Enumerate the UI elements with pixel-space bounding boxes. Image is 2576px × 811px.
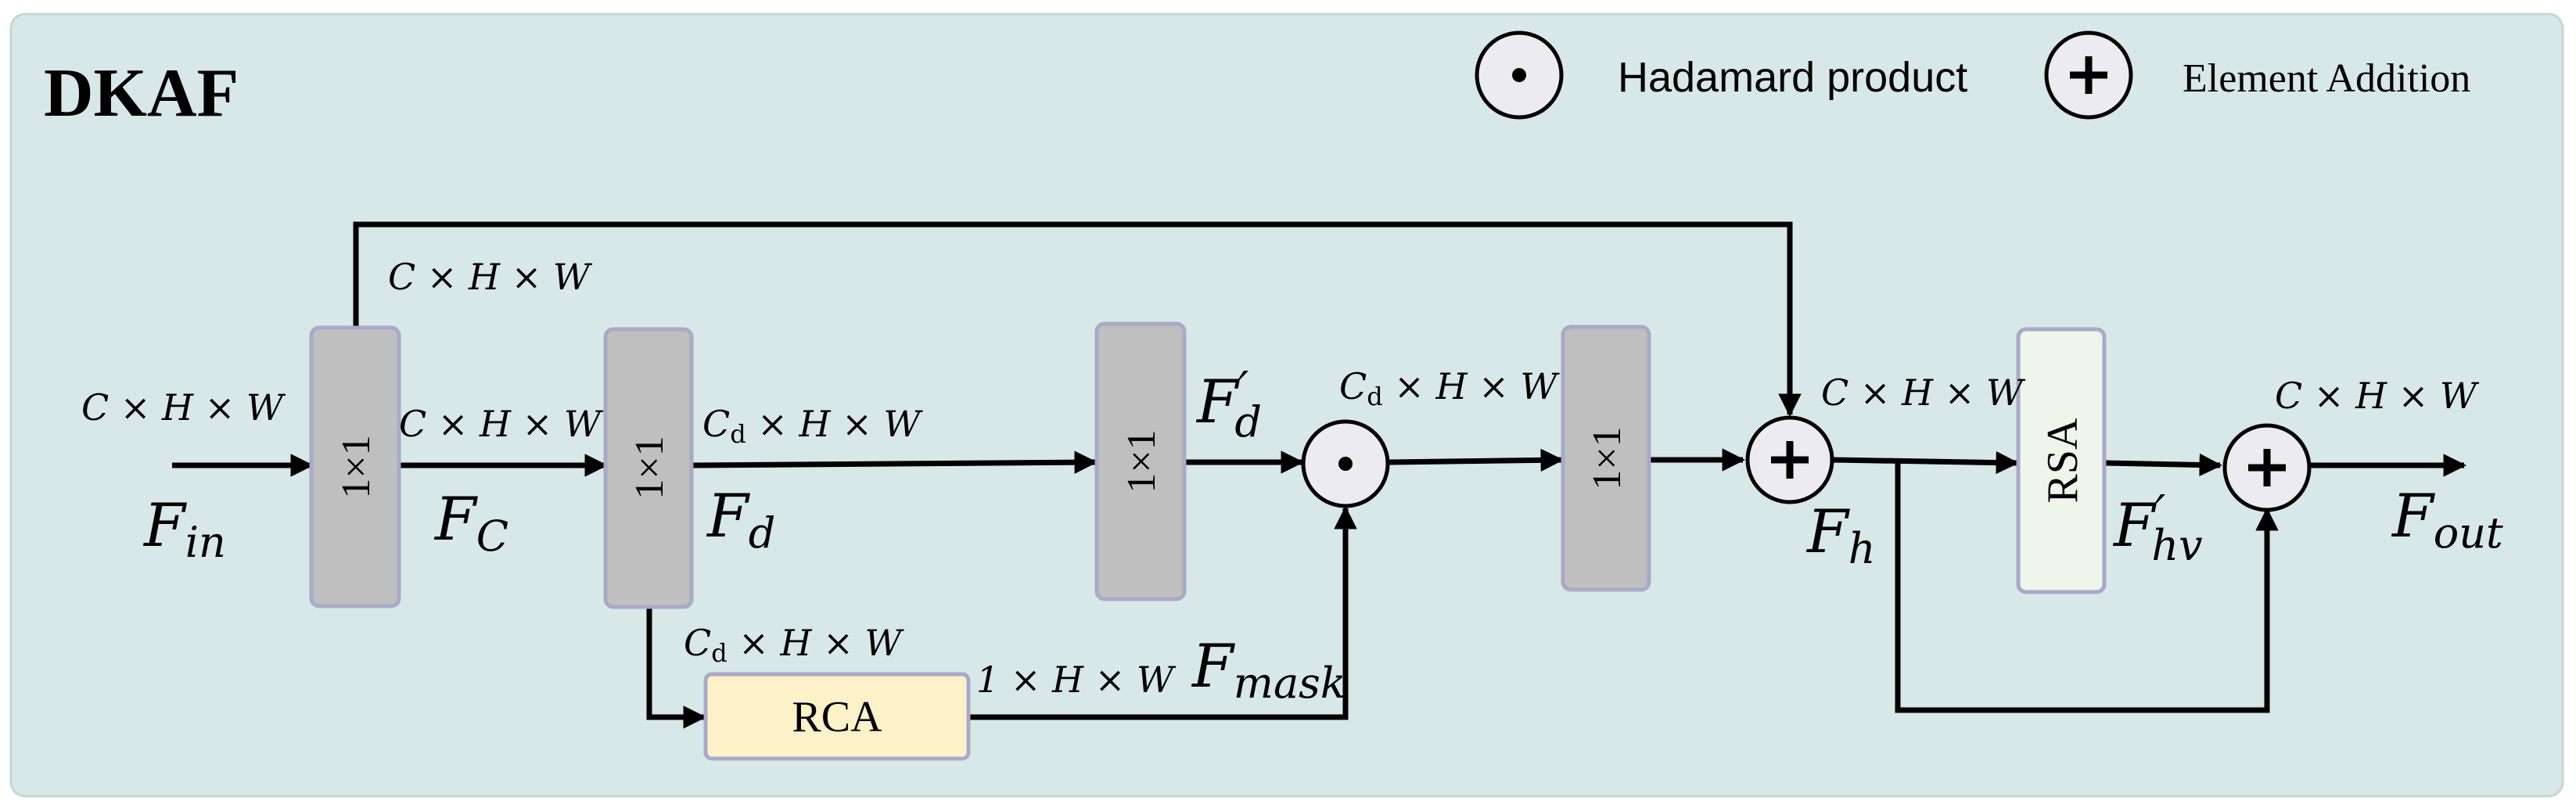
dim-input: C × H × W	[81, 386, 286, 429]
rca-label: RCA	[792, 693, 882, 741]
dim-after-hadamard: Cd × H × W	[1339, 365, 1560, 411]
addition-operator-1	[1745, 415, 1834, 504]
hadamard-to-conv4-arrow	[1389, 448, 1564, 472]
addition-legend-label: Element Addition	[2183, 56, 2470, 101]
conv3-block: 1×1	[1094, 321, 1187, 601]
conv2-label: 1×1	[627, 436, 672, 499]
conv2-block: 1×1	[603, 327, 694, 609]
conv4-label: 1×1	[1585, 426, 1629, 490]
feature-fh: Fh	[1805, 497, 1876, 573]
legend: Hadamard product Element Addition	[1475, 31, 2470, 120]
conv1-block: 1×1	[309, 325, 401, 608]
skip-connection-top	[353, 221, 1802, 417]
hadamard-legend-label: Hadamard product	[1618, 54, 1967, 101]
dim-mask: 1 × H × W	[976, 658, 1177, 701]
feature-fd-prime: F′d	[1195, 362, 1262, 447]
dim-skip-top: C × H × W	[388, 256, 593, 298]
residual-to-add2	[1895, 460, 2279, 713]
addition-operator-2	[2222, 423, 2312, 512]
rca-block: RCA	[703, 672, 971, 761]
conv2-to-conv3-arrow	[692, 450, 1098, 474]
dim-after-conv1: C × H × W	[399, 403, 604, 445]
conv1-label: 1×1	[334, 435, 379, 498]
feature-fmask: Fmask	[1191, 631, 1346, 708]
feature-fhv-prime: F′hv	[2112, 486, 2203, 570]
rsa-label: RSA	[2039, 418, 2087, 503]
dim-after-add: C × H × W	[1821, 371, 2026, 414]
add1-to-rsa-arrow	[1833, 450, 2019, 475]
branch-to-rca-arrow	[646, 607, 706, 729]
feature-fin: Fin	[142, 490, 226, 567]
conv3-label: 1×1	[1119, 429, 1164, 493]
conv4-block: 1×1	[1561, 325, 1651, 592]
hadamard-operator	[1301, 419, 1390, 508]
feature-fc: FC	[433, 484, 508, 561]
feature-fd: Fd	[706, 481, 775, 558]
rsa-to-add2-arrow	[2105, 453, 2222, 477]
dim-output: C × H × W	[2275, 375, 2480, 417]
feature-fout: Fout	[2391, 481, 2503, 558]
dim-branch: Cd × H × W	[684, 622, 904, 668]
rsa-block: RSA	[2016, 327, 2107, 594]
dim-after-conv2: Cd × H × W	[702, 403, 923, 449]
rca-to-hadamard-arrow	[970, 506, 1357, 720]
diagram-title: DKAF	[44, 56, 239, 131]
